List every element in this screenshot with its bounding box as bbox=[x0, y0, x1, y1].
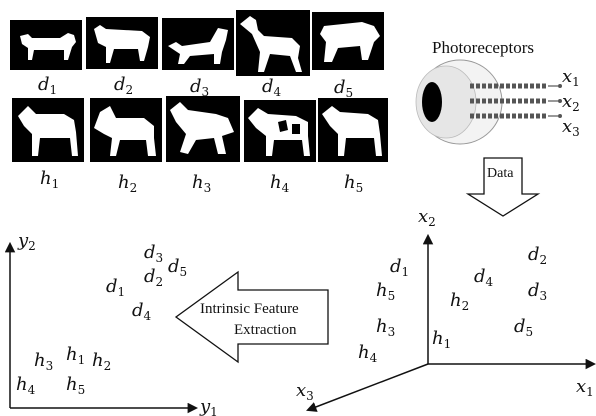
hd-point-d2: d2 bbox=[528, 244, 547, 267]
axis-label-x3: x3 bbox=[296, 380, 314, 403]
high-dim-axes bbox=[306, 233, 596, 412]
ld-point-d1: d1 bbox=[106, 276, 125, 299]
low-dim-axes bbox=[4, 241, 199, 414]
horse-thumbnail-1 bbox=[12, 98, 84, 162]
dog-thumbnail-2 bbox=[86, 17, 158, 69]
feature-arrow-line1: Intrinsic Feature bbox=[200, 301, 299, 317]
dog-label-2: d2 bbox=[114, 74, 133, 97]
ld-point-d4: d4 bbox=[132, 300, 152, 323]
hd-point-h3: h3 bbox=[376, 316, 395, 339]
hd-point-d3: d3 bbox=[528, 280, 547, 303]
horse-label-2: h2 bbox=[118, 172, 137, 195]
ld-point-d5: d5 bbox=[168, 256, 187, 279]
ld-point-h1: h1 bbox=[66, 344, 85, 367]
data-arrow-label: Data bbox=[487, 166, 514, 181]
horse-label-1: h1 bbox=[40, 168, 59, 191]
photoreceptor-fibers bbox=[470, 83, 562, 119]
axis-label-x1: x1 bbox=[576, 376, 594, 399]
dog-thumbnail-5 bbox=[312, 12, 384, 70]
eye-illustration bbox=[415, 59, 503, 145]
feature-extraction-arrow: Intrinsic Feature Extraction bbox=[174, 270, 329, 364]
ld-point-h2: h2 bbox=[92, 350, 111, 373]
data-arrow: Data bbox=[465, 157, 541, 217]
dog-label-1: d1 bbox=[38, 74, 57, 97]
ld-point-h3: h3 bbox=[34, 350, 53, 373]
dog-thumbnail-1 bbox=[10, 20, 82, 70]
ld-point-d3: d3 bbox=[144, 242, 163, 265]
hd-point-h2: h2 bbox=[450, 290, 469, 313]
dog-thumbnail-3 bbox=[162, 18, 234, 70]
dog-label-5: d5 bbox=[334, 77, 353, 100]
photoreceptors-title: Photoreceptors bbox=[432, 38, 534, 57]
ld-point-d2: d2 bbox=[144, 266, 163, 289]
hd-point-d1: d1 bbox=[390, 256, 409, 279]
horse-thumbnail-2 bbox=[90, 98, 162, 162]
hd-point-h1: h1 bbox=[432, 328, 451, 351]
output-label-x1: x1 bbox=[562, 66, 580, 89]
feature-arrow-line2: Extraction bbox=[234, 322, 297, 338]
output-label-x2: x2 bbox=[562, 91, 580, 114]
horse-thumbnail-4 bbox=[244, 100, 316, 162]
horse-label-3: h3 bbox=[192, 172, 211, 195]
horse-thumbnail-3 bbox=[166, 96, 240, 162]
hd-point-d4: d4 bbox=[474, 266, 494, 289]
horse-label-5: h5 bbox=[344, 172, 363, 195]
hd-point-h4: h4 bbox=[358, 342, 378, 365]
axis-label-x2: x2 bbox=[418, 206, 436, 229]
dog-label-4: d4 bbox=[262, 76, 282, 99]
dog-thumbnail-4 bbox=[236, 10, 310, 76]
hd-point-d5: d5 bbox=[514, 316, 533, 339]
horse-label-4: h4 bbox=[270, 172, 290, 195]
axis-label-y2: y2 bbox=[17, 230, 36, 253]
hd-point-h5: h5 bbox=[376, 280, 395, 303]
output-label-x3: x3 bbox=[562, 116, 580, 139]
axis-label-y1: y1 bbox=[199, 396, 218, 416]
ld-point-h5: h5 bbox=[66, 374, 85, 397]
dog-label-3: d3 bbox=[190, 76, 209, 99]
ld-point-h4: h4 bbox=[16, 374, 36, 397]
horse-thumbnail-5 bbox=[318, 98, 388, 162]
